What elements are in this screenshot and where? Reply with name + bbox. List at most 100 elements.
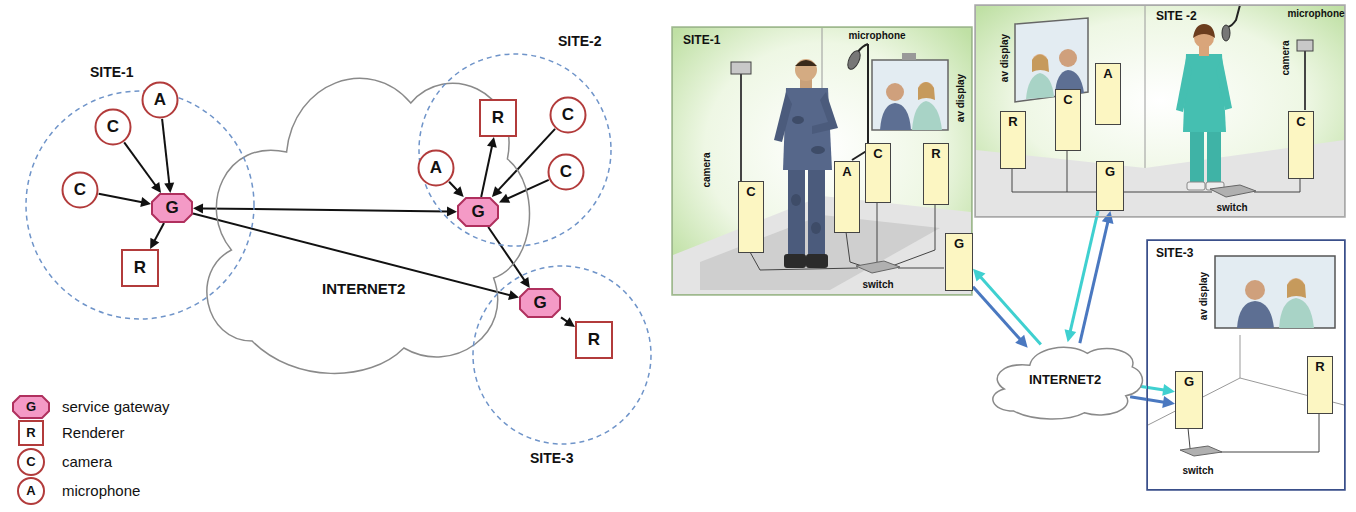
camera-node-shape — [63, 173, 98, 208]
renderer-node: R — [121, 249, 159, 287]
node-letter: R — [588, 330, 600, 350]
arrow-head — [151, 182, 161, 193]
node-letter: R — [492, 108, 504, 128]
connector-line — [124, 142, 156, 185]
illustration-part — [1237, 301, 1274, 328]
illustration-part — [811, 222, 821, 234]
computer-tower: G — [945, 233, 973, 291]
node-letter: C — [562, 105, 574, 125]
arrow-head — [508, 290, 519, 300]
illustration-part — [1207, 128, 1221, 184]
illustration-part — [18, 449, 44, 475]
device-label: av display — [955, 74, 966, 122]
computer-tower: C — [1055, 89, 1081, 151]
illustration-part — [886, 83, 904, 101]
site-region: SITE-2ARCCG — [418, 53, 612, 247]
illustration-part — [1145, 5, 1146, 168]
room-title: SITE-3 — [1156, 247, 1193, 261]
illustration-part — [1067, 150, 1068, 192]
illustration-part — [1279, 298, 1314, 328]
room-panel: SITE-3GR — [1147, 240, 1345, 490]
illustration-part — [898, 268, 944, 269]
illustration-part — [918, 82, 935, 100]
arrow-head — [164, 183, 174, 193]
camera-node-shape — [96, 110, 131, 145]
connector-line — [202, 208, 448, 211]
computer-tower: R — [1000, 111, 1026, 169]
tower-letter: C — [1296, 115, 1305, 130]
arrow-head — [453, 186, 464, 197]
illustration-part — [902, 53, 916, 60]
legend-text: microphone — [62, 483, 140, 500]
connector — [150, 223, 164, 249]
internet-cloud: INTERNET2 — [985, 338, 1145, 423]
soldier-figure — [774, 59, 838, 268]
room-site-2 — [975, 5, 1345, 217]
device-label: switch — [1182, 465, 1213, 476]
illustration-part — [811, 146, 825, 154]
tower-letter: C — [873, 147, 882, 162]
illustration-part — [740, 74, 742, 182]
illustration-part — [1176, 58, 1192, 112]
arrow-head — [499, 194, 510, 203]
cloud-label: INTERNET2 — [1029, 373, 1101, 388]
illustration-part — [750, 252, 858, 270]
node-letter: G — [471, 202, 484, 222]
device-label: switch — [1216, 202, 1247, 213]
microphone-node-shape — [419, 151, 454, 186]
illustration-part — [1059, 49, 1077, 67]
legend-text: camera — [62, 454, 112, 471]
tower-letter: G — [1184, 375, 1194, 390]
illustration-part — [1147, 240, 1345, 490]
renderer-node-shape — [122, 250, 158, 286]
device-label: camera — [1280, 40, 1291, 75]
tower-letter: A — [842, 165, 851, 180]
connector — [1065, 211, 1099, 342]
illustration-part — [1187, 182, 1205, 190]
network-wires — [1012, 150, 1300, 192]
illustration-part — [1287, 279, 1306, 299]
illustration-part — [1254, 178, 1300, 192]
connector — [449, 182, 464, 197]
room-site-3 — [1147, 240, 1345, 490]
connector-line — [980, 277, 1040, 345]
connector — [492, 129, 555, 197]
site-title: SITE-1 — [90, 64, 134, 80]
node-letter: G — [165, 198, 178, 218]
room-panel: SITE -2RCAGC — [975, 5, 1345, 217]
arrow-head — [140, 197, 151, 207]
renderer-node-shape — [576, 322, 612, 358]
room-panel: SITE-1CACRG — [672, 27, 972, 295]
illustration-part — [806, 254, 828, 268]
connector-line — [481, 146, 492, 197]
tower-letter: A — [1103, 67, 1112, 82]
camera-node-shape — [549, 155, 584, 190]
connector — [1136, 384, 1175, 396]
camera-tripod — [1297, 40, 1313, 110]
arrow-head — [520, 277, 530, 288]
room-title: SITE -2 — [1156, 10, 1197, 24]
computer-tower: C — [865, 143, 891, 203]
connector — [561, 317, 575, 327]
room-title: SITE-1 — [683, 34, 720, 48]
connector — [99, 194, 151, 207]
arrow-head — [447, 207, 457, 217]
node-letter: R — [134, 258, 146, 278]
illustration-part — [1228, 5, 1240, 27]
legend-samples — [13, 396, 49, 504]
illustration-part — [774, 92, 792, 142]
device-label: microphone — [848, 30, 905, 41]
illustration-part — [792, 116, 804, 124]
illustration-part — [1190, 128, 1204, 184]
illustration-part — [791, 194, 801, 206]
gateway-node-shape — [520, 289, 560, 317]
microphone-node-shape — [143, 83, 178, 118]
connector — [481, 137, 497, 197]
tower-letter: G — [954, 237, 964, 252]
illustration-part — [846, 232, 862, 266]
device-label: av display — [1198, 272, 1209, 320]
legend-letter: R — [26, 426, 35, 440]
camera-node: C — [94, 108, 132, 146]
computer-tower: R — [923, 143, 949, 205]
arrow-head — [487, 137, 497, 148]
